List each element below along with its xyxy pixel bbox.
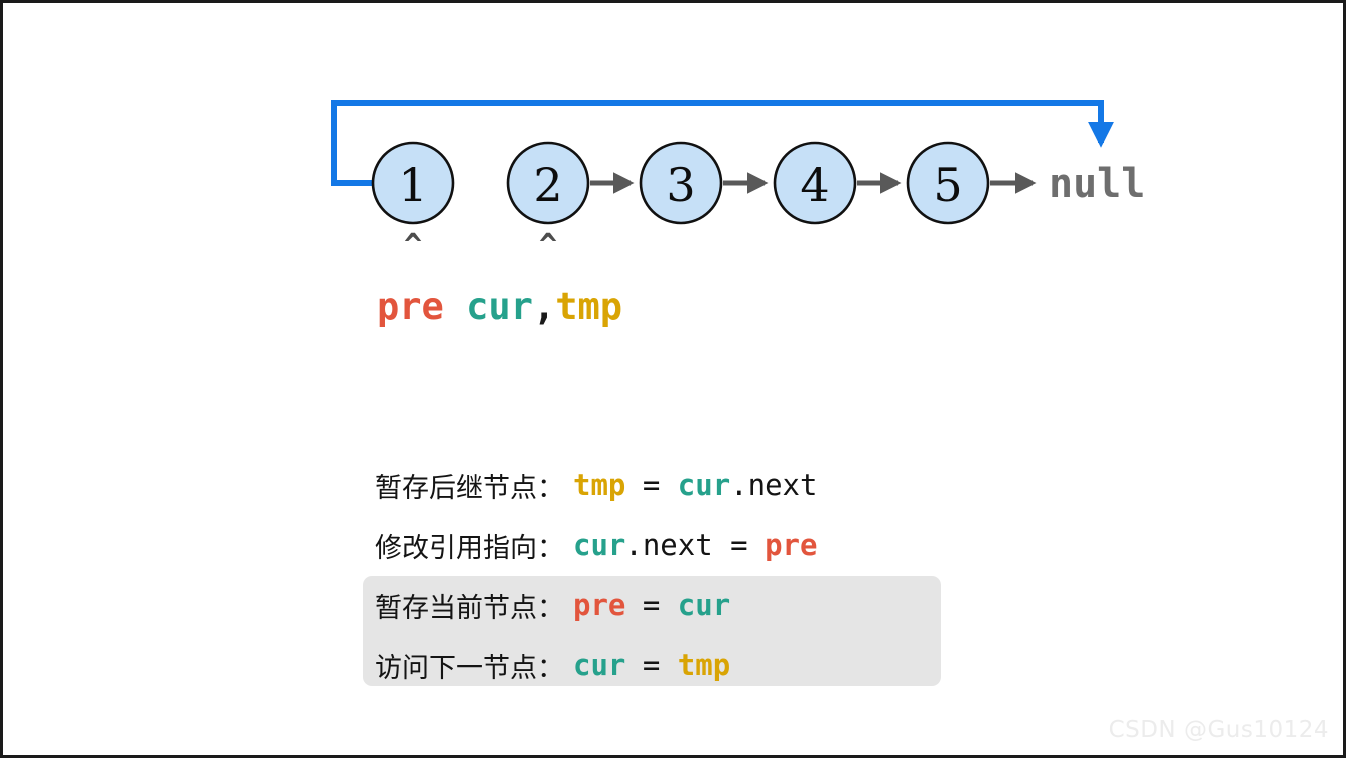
legend-tmp: tmp <box>555 285 623 328</box>
caret-marker-pre: ^ <box>404 228 422 263</box>
legend-comma: , <box>532 285 556 328</box>
reversed-link-arrow <box>331 100 1114 186</box>
algorithm-steps: 暂存后继节点： tmp = cur.next 修改引用指向： cur.next … <box>363 455 963 695</box>
list-node-4-label: 4 <box>800 158 829 212</box>
step-code: cur.next = pre <box>573 528 818 562</box>
step-code: cur = tmp <box>573 648 731 682</box>
legend-pre: pre <box>377 285 444 328</box>
step-label: 暂存后继节点： <box>375 472 564 504</box>
step-label: 修改引用指向： <box>375 532 564 564</box>
list-node-5-label: 5 <box>933 158 962 212</box>
step-label: 暂存当前节点： <box>375 592 564 624</box>
list-node-2-label: 2 <box>533 158 562 212</box>
step-row: 访问下一节点： cur = tmp <box>363 635 963 695</box>
list-node-2[interactable]: 2 <box>506 141 590 225</box>
list-node-3[interactable]: 3 <box>639 141 723 225</box>
pointer-legend: pre cur,tmp <box>377 285 622 328</box>
active-steps-highlight <box>363 576 941 686</box>
step-label: 访问下一节点： <box>375 652 564 684</box>
linked-list-diagram: 1 2 3 4 5 null ^ ^ <box>331 100 1145 263</box>
list-node-1-label: 1 <box>398 158 427 212</box>
step-row: 暂存当前节点： pre = cur <box>363 575 963 635</box>
list-node-1[interactable]: 1 <box>371 141 455 225</box>
list-node-3-label: 3 <box>666 158 695 212</box>
step-row: 修改引用指向： cur.next = pre <box>363 515 963 575</box>
legend-space <box>444 285 466 328</box>
list-node-4[interactable]: 4 <box>773 141 857 225</box>
step-code: tmp = cur.next <box>573 468 818 502</box>
legend-cur: cur <box>466 285 533 328</box>
step-code: pre = cur <box>573 588 731 622</box>
watermark: CSDN @Gus10124 <box>1108 717 1329 743</box>
list-node-5[interactable]: 5 <box>906 141 990 225</box>
step-row: 暂存后继节点： tmp = cur.next <box>363 455 963 515</box>
caret-marker-cur: ^ <box>539 228 557 263</box>
null-label: null <box>1049 161 1145 207</box>
